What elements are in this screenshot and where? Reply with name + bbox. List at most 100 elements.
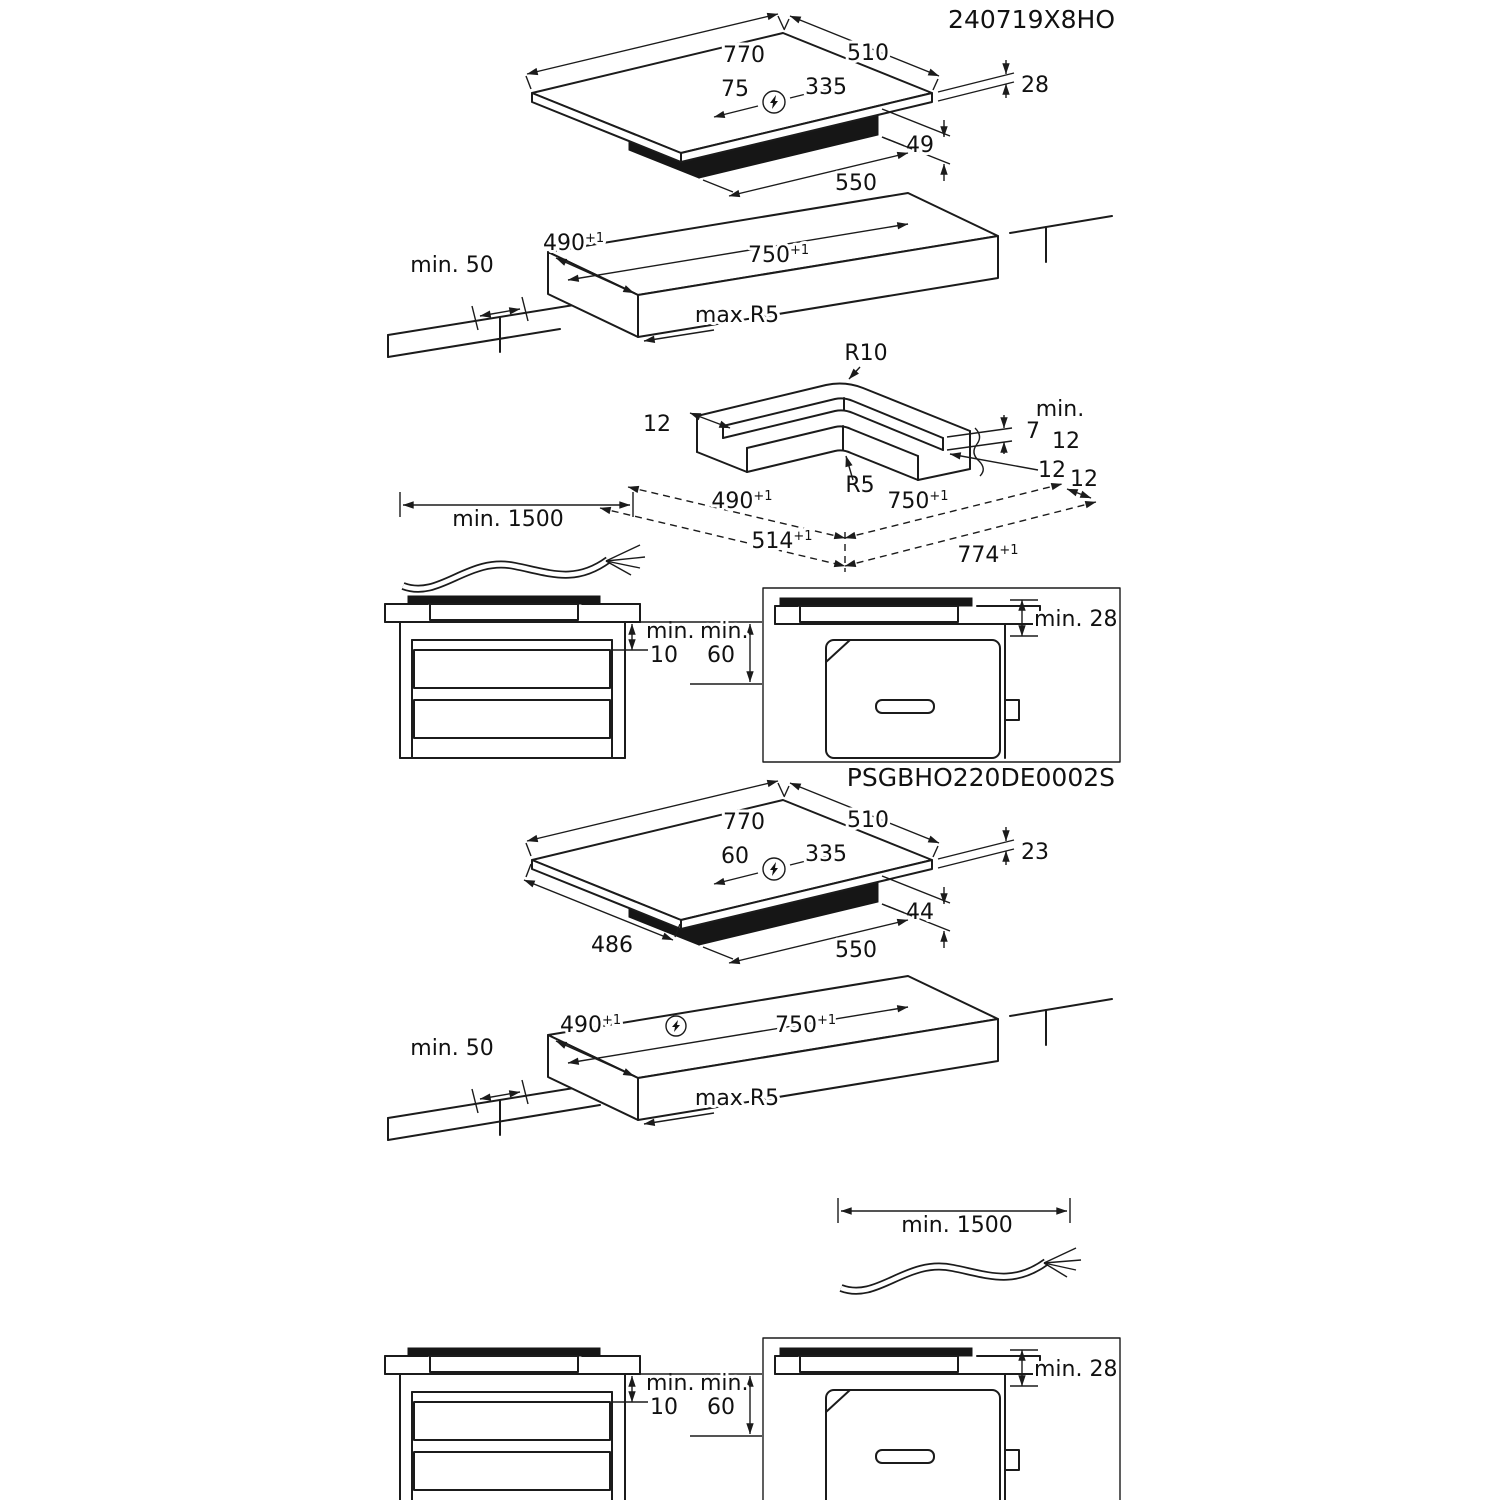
- worktop-cutout-a: 490+1 750+1 min. 50 max R5: [387, 192, 1113, 358]
- drawer-front: [413, 699, 611, 739]
- leader-rim-right: [949, 452, 1039, 471]
- ext-line: [702, 179, 734, 193]
- chain-offset-label: 12: [1070, 467, 1098, 492]
- power-connection-icon: [762, 90, 786, 114]
- frame-left-cut: [696, 451, 748, 473]
- power-connection-icon: [762, 857, 786, 881]
- drawing-code-sheet: PSGBHO220DE0002S: [847, 763, 1115, 792]
- glass-height-label: 28: [1021, 73, 1049, 98]
- break-line: [973, 427, 984, 477]
- body-width-label: 550: [835, 938, 877, 963]
- hob-depth-label: 510: [847, 41, 889, 66]
- hob-glass-section: [407, 1347, 601, 1357]
- oven-corner-line: [825, 1389, 851, 1413]
- frame-outer-edge: [696, 382, 971, 432]
- ext-line: [777, 15, 785, 30]
- ext-line: [702, 946, 734, 960]
- ext-line: [932, 845, 939, 858]
- oven-handle: [875, 699, 935, 714]
- ext-line: [881, 108, 951, 137]
- lightning-bolt-icon: [770, 95, 778, 109]
- frame-step-edge: [722, 397, 944, 439]
- power-offset-left-label: 75: [721, 77, 749, 102]
- oven-handle: [875, 1449, 935, 1464]
- worktop-cutout-b: 490+1 750+1 min. 50 max R5: [387, 975, 1113, 1141]
- cable-wire-end: [605, 560, 632, 576]
- power-offset-left-label: 60: [721, 844, 749, 869]
- ext-line: [525, 863, 532, 878]
- ext-line: [946, 427, 1013, 438]
- ext-line: [783, 18, 790, 31]
- frame-inner-bottom: [746, 449, 919, 481]
- ext-line: [937, 839, 1015, 860]
- frame-step-bottom: [722, 409, 944, 451]
- base-cabinet-section-b: min. 10 min. 60: [384, 1347, 762, 1500]
- inner-width-label: 750+1: [887, 489, 948, 514]
- dim-line-glass-depth: [523, 879, 674, 941]
- cable-wire-end: [605, 556, 646, 562]
- hob-body-section: [799, 605, 959, 623]
- ext-line: [525, 842, 532, 857]
- ext-line: [471, 1088, 479, 1114]
- cabinet-hinge: [1004, 699, 1020, 721]
- dim-line-wall-distance: [479, 1090, 521, 1101]
- cable-wire-end: [605, 560, 641, 569]
- worktop-front-edge: [1009, 998, 1113, 1017]
- worktop-edge-lower: [387, 1104, 601, 1141]
- mains-cable-a: min. 1500: [399, 492, 646, 593]
- dim-line-cutout-width: [567, 1005, 909, 1065]
- dim-dash-inner-width: [844, 482, 1063, 540]
- ext-line: [932, 78, 939, 91]
- hob-body-section: [429, 1355, 579, 1373]
- dim-line-depth: [789, 15, 940, 77]
- cable-wire-end: [605, 544, 641, 562]
- rim-width-left-label: 12: [643, 412, 671, 437]
- drawer-front: [413, 1451, 611, 1491]
- glass-depth-label: 486: [591, 933, 633, 958]
- drawing-code-top: 240719X8HO: [948, 5, 1115, 34]
- ext-line: [881, 136, 913, 150]
- dim-line-depth: [789, 782, 940, 844]
- ext-line: [783, 785, 790, 798]
- vent-value-label: 60: [707, 1395, 735, 1420]
- hob-isometric-b: 770 510 60 335 23 44 550 486: [523, 779, 1052, 966]
- outer-depth-label: 514+1: [751, 529, 812, 554]
- cable-length-label: min. 1500: [452, 507, 563, 532]
- flush-frame-profile: R10 12 min. 7 12 R5 12 490+1 750+1 514+1…: [599, 338, 1101, 572]
- step-height-label: 7: [1026, 419, 1040, 444]
- power-offset-right-label: 335: [805, 842, 847, 867]
- rim-width-right-label: 12: [1038, 458, 1066, 483]
- step-width-label: 12: [1052, 429, 1080, 454]
- dim-arrow-power-right: [789, 84, 843, 99]
- section-frame: [762, 1337, 1121, 1500]
- dim-line-body-width: [728, 151, 909, 198]
- dim-dash-outer-depth: [599, 506, 846, 568]
- cutout-width-label: 750+1: [775, 1013, 836, 1038]
- hob-width-label: 770: [723, 43, 765, 68]
- ext-line: [946, 440, 1013, 451]
- cable-length-label: min. 1500: [901, 1213, 1012, 1238]
- lightning-bolt-icon: [770, 862, 778, 876]
- cable-wire-end: [1043, 1259, 1082, 1264]
- oven-front: [825, 1389, 1001, 1500]
- hob-depth-label: 510: [847, 808, 889, 833]
- drawer-front: [413, 649, 611, 689]
- oven-corner-line: [825, 639, 851, 663]
- hob-isometric-a: 770 510 75 335 28 49 550: [525, 12, 1052, 199]
- dim-line-wall-distance: [479, 307, 521, 318]
- ext-line: [471, 305, 479, 331]
- gap-min-label: min.: [646, 619, 694, 644]
- dim-line-cutout-width: [567, 222, 909, 282]
- ext-line: [674, 923, 681, 938]
- inner-depth-label: 490+1: [711, 489, 772, 514]
- base-cabinet-section-a: min. 10 min. 60: [384, 595, 762, 759]
- cable-core: [402, 558, 610, 591]
- cable-core: [840, 1260, 1048, 1293]
- ext-line: [521, 1079, 529, 1105]
- vent-min-label: min.: [700, 1371, 748, 1396]
- dim-arrow-power-left: [713, 872, 759, 885]
- ext-line: [937, 72, 1015, 93]
- ext-line: [881, 875, 951, 904]
- ext-line: [937, 81, 1015, 102]
- drawer-front: [413, 1401, 611, 1441]
